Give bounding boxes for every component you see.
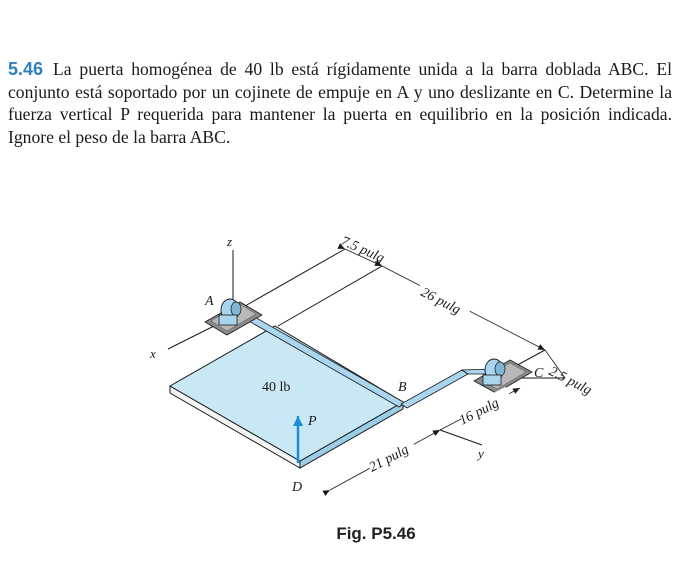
problem-number: 5.46 — [8, 59, 44, 79]
label-c: C — [534, 366, 544, 381]
label-b: B — [398, 380, 407, 395]
label-p: P — [307, 414, 317, 429]
problem-text: La puerta homogénea de 40 lb está rígida… — [8, 59, 672, 147]
dim-2-5-label: 2.5 pulg — [546, 364, 594, 398]
ref-line-a — [244, 248, 346, 307]
y-axis-label: y — [476, 446, 484, 461]
x-axis-label: x — [149, 346, 156, 361]
dim-line-2-5 — [544, 349, 566, 379]
label-d: D — [291, 480, 302, 495]
x-axis — [167, 323, 219, 350]
thrust-bearing-a — [204, 298, 263, 336]
figure-caption: Fig. P5.46 — [336, 524, 416, 543]
dim-7-5-label: 7.5 pulg — [338, 234, 386, 266]
z-axis-label: z — [226, 234, 232, 249]
slide-bearing-c — [473, 358, 533, 394]
weight-label: 40 lb — [262, 380, 290, 395]
y-axis — [439, 429, 483, 446]
rod-bc-1 — [400, 369, 469, 409]
ref-line-a2 — [277, 265, 383, 327]
label-a: A — [204, 294, 214, 309]
